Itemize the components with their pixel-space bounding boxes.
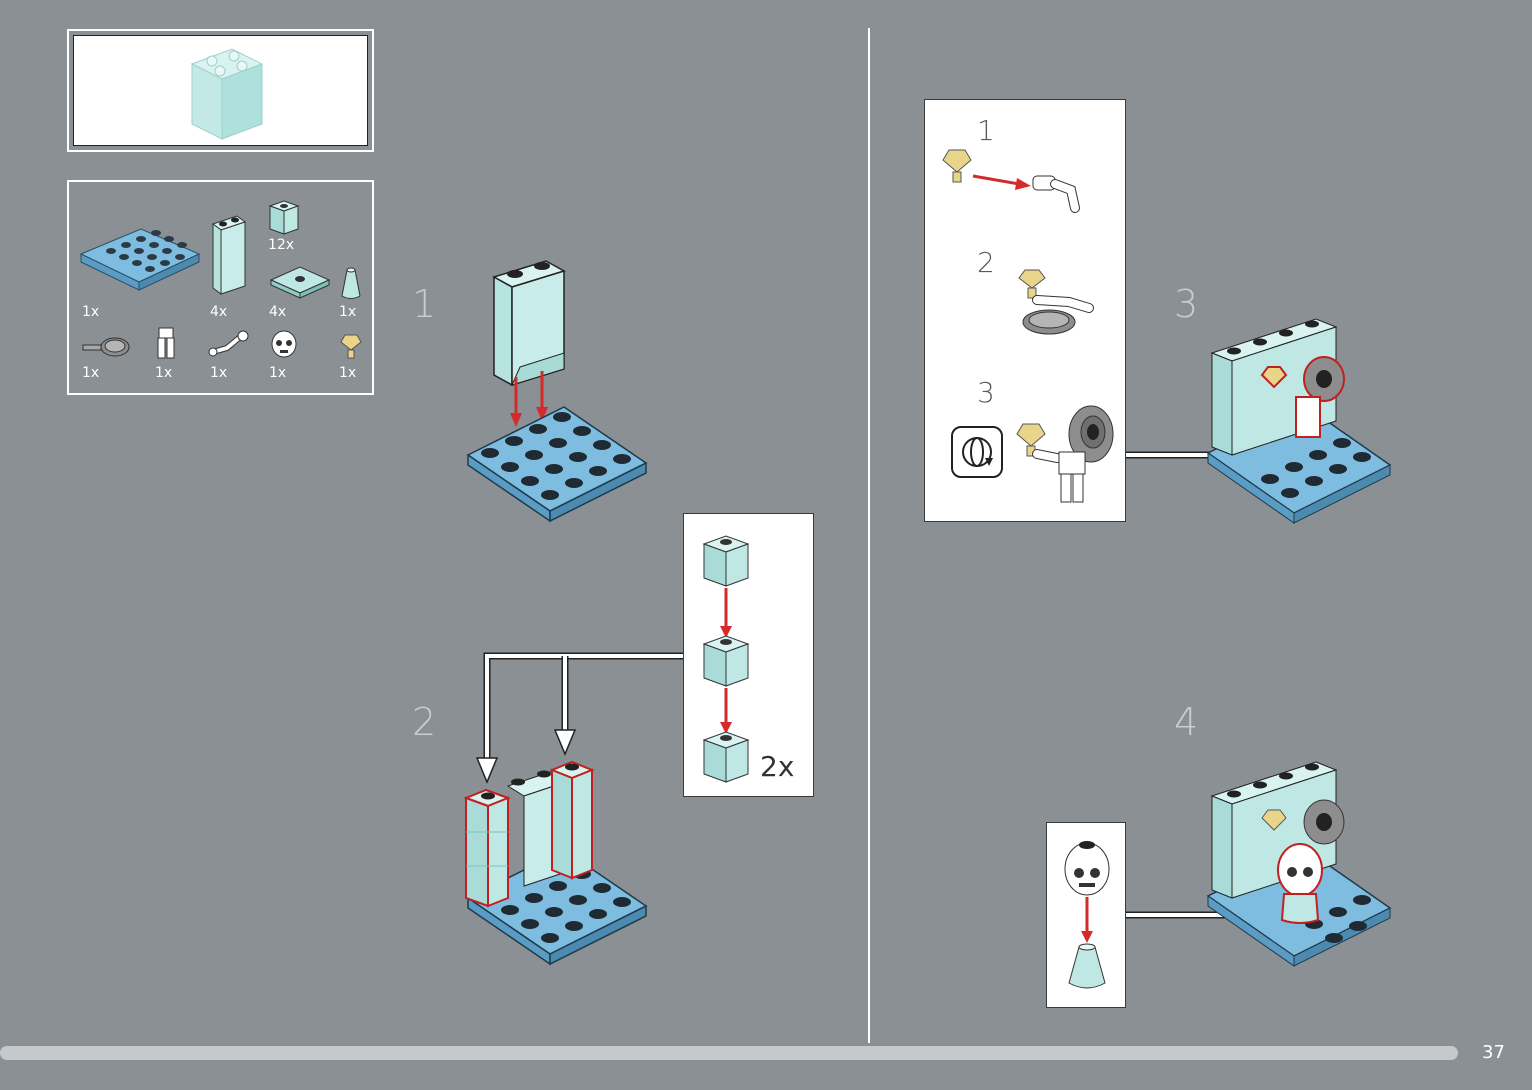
parts-list-frame: 1x 4x 12x 4x 1x 1x 1x <box>67 180 374 395</box>
skull-to-cone-illustration <box>1057 833 1117 1003</box>
step4-assembly-illustration <box>1200 748 1400 968</box>
rotate-model-icon <box>951 426 1003 478</box>
parts-qty-legs: 1x <box>155 365 172 381</box>
parts-qty-gem: 1x <box>339 365 356 381</box>
parts-qty-tile: 4x <box>269 304 286 320</box>
arm-with-pan-illustration <box>1013 266 1113 346</box>
page-divider <box>868 28 870 1043</box>
step1-assembly-illustration <box>460 255 660 525</box>
submodel-preview-icon <box>182 44 282 144</box>
step-number-3: 3 <box>1174 282 1198 326</box>
skeleton-legs-icon <box>155 326 177 362</box>
panel-1x2x3-icon <box>209 214 249 298</box>
parts-qty-skull: 1x <box>269 365 286 381</box>
parts-qty-plate: 1x <box>82 304 99 320</box>
gem-icon <box>339 332 363 362</box>
step3-substep-1: 1 <box>977 114 995 147</box>
tile-2x2-icon <box>269 264 331 300</box>
skeleton-arm-icon <box>209 330 253 360</box>
step2-assembly-illustration <box>460 750 660 970</box>
parts-qty-brick: 12x <box>268 237 294 253</box>
step-number-1: 1 <box>412 282 436 326</box>
parts-qty-panel: 4x <box>210 304 227 320</box>
cone-icon <box>339 266 363 302</box>
parts-qty-arm: 1x <box>210 365 227 381</box>
parts-qty-cone: 1x <box>339 304 356 320</box>
step2-multiplier: 2x <box>760 750 794 783</box>
page-number: 37 <box>1482 1042 1505 1063</box>
step2-callout-panel: 2x <box>683 513 814 797</box>
submodel-preview-panel <box>73 35 368 146</box>
brick-1x1-icon <box>268 200 300 236</box>
step-number-2: 2 <box>412 700 436 744</box>
step4-callout-panel <box>1046 822 1126 1008</box>
submodel-preview-frame <box>67 29 374 152</box>
step3-substep-2: 2 <box>977 246 995 279</box>
step3-assembly-illustration <box>1200 305 1400 525</box>
progress-bar <box>0 1046 1458 1060</box>
brick-stack <box>704 536 748 586</box>
frying-pan-icon <box>81 332 131 362</box>
gem-to-arm-illustration <box>939 146 1089 216</box>
skeleton-with-pan-illustration <box>1011 396 1121 516</box>
step3-substep-3: 3 <box>977 376 995 409</box>
parts-qty-pan: 1x <box>82 365 99 381</box>
step3-callout-panel: 1 2 3 <box>924 99 1126 522</box>
step2-callout-bricks-illustration <box>698 528 778 788</box>
plate-4x4-icon <box>81 224 201 294</box>
skull-head-icon <box>269 328 299 360</box>
step-number-4: 4 <box>1174 700 1198 744</box>
